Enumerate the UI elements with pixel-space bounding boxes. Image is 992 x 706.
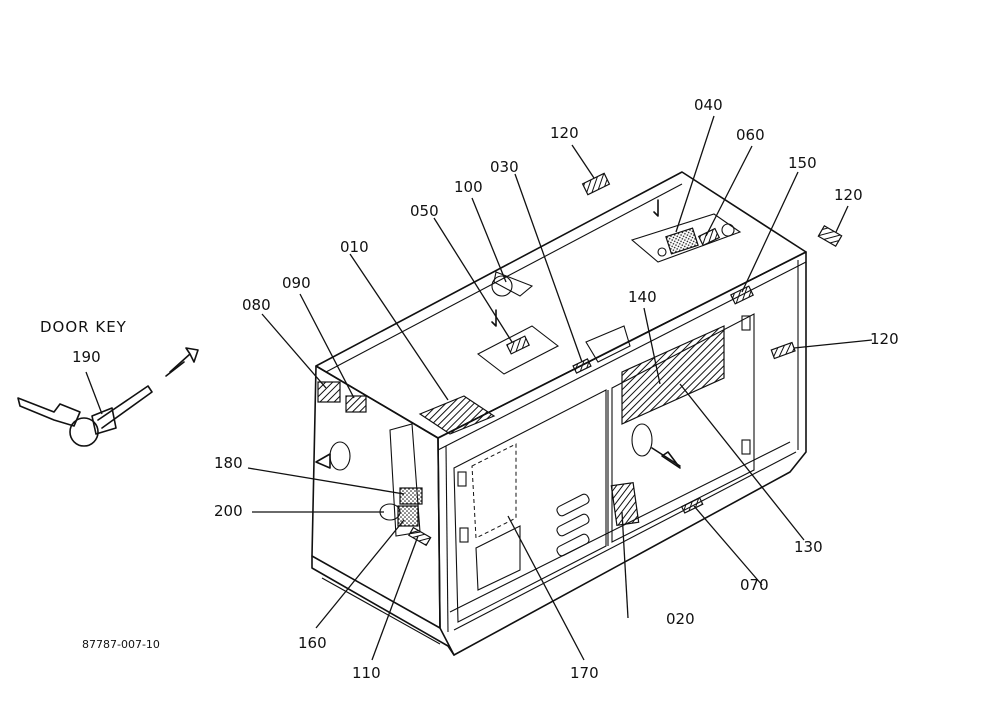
side-panel bbox=[437, 251, 807, 656]
callout-070: 070 bbox=[740, 576, 769, 594]
decal-110 bbox=[408, 526, 432, 547]
reference-number: 87787-007-10 bbox=[82, 638, 160, 651]
callout-040: 040 bbox=[694, 96, 723, 114]
decal-180 bbox=[399, 487, 423, 505]
callout-150: 150 bbox=[788, 154, 817, 172]
decal-060 bbox=[697, 227, 721, 247]
callout-060: 060 bbox=[736, 126, 765, 144]
callout-140: 140 bbox=[628, 288, 657, 306]
decal-130-140 bbox=[621, 325, 725, 425]
door-key-caption: DOOR KEY bbox=[40, 318, 127, 336]
callout-120-roof: 120 bbox=[550, 124, 579, 142]
callout-200: 200 bbox=[214, 502, 243, 520]
callout-020: 020 bbox=[666, 610, 695, 628]
decal-090 bbox=[345, 395, 367, 413]
decal-010 bbox=[418, 395, 496, 435]
callout-080: 080 bbox=[242, 296, 271, 314]
callout-100: 100 bbox=[454, 178, 483, 196]
decals bbox=[317, 172, 843, 547]
callout-050: 050 bbox=[410, 202, 439, 220]
louvers bbox=[556, 493, 590, 557]
callout-090: 090 bbox=[282, 274, 311, 292]
callout-170: 170 bbox=[570, 664, 599, 682]
decal-020 bbox=[610, 481, 640, 527]
callout-190: 190 bbox=[72, 348, 101, 366]
door-key-illustration bbox=[17, 347, 199, 447]
decal-080 bbox=[317, 381, 341, 403]
callout-180: 180 bbox=[214, 454, 243, 472]
decal-150 bbox=[730, 285, 754, 305]
decal-070 bbox=[680, 497, 704, 514]
callout-030: 030 bbox=[490, 158, 519, 176]
callout-160: 160 bbox=[298, 634, 327, 652]
decal-050 bbox=[506, 335, 530, 355]
decal-030 bbox=[572, 358, 592, 374]
callout-120-corner: 120 bbox=[834, 186, 863, 204]
decal-120-roof bbox=[581, 172, 611, 196]
callout-labels: 010 020 030 040 050 060 070 080 090 100 … bbox=[72, 96, 899, 682]
callout-130: 130 bbox=[794, 538, 823, 556]
decal-040 bbox=[665, 227, 699, 255]
decal-120-side bbox=[770, 341, 796, 360]
callout-010: 010 bbox=[340, 238, 369, 256]
callout-120-side: 120 bbox=[870, 330, 899, 348]
callout-110: 110 bbox=[352, 664, 381, 682]
leader-lines bbox=[85, 115, 873, 661]
decal-120-corner bbox=[817, 224, 843, 248]
generator-body bbox=[311, 171, 807, 656]
